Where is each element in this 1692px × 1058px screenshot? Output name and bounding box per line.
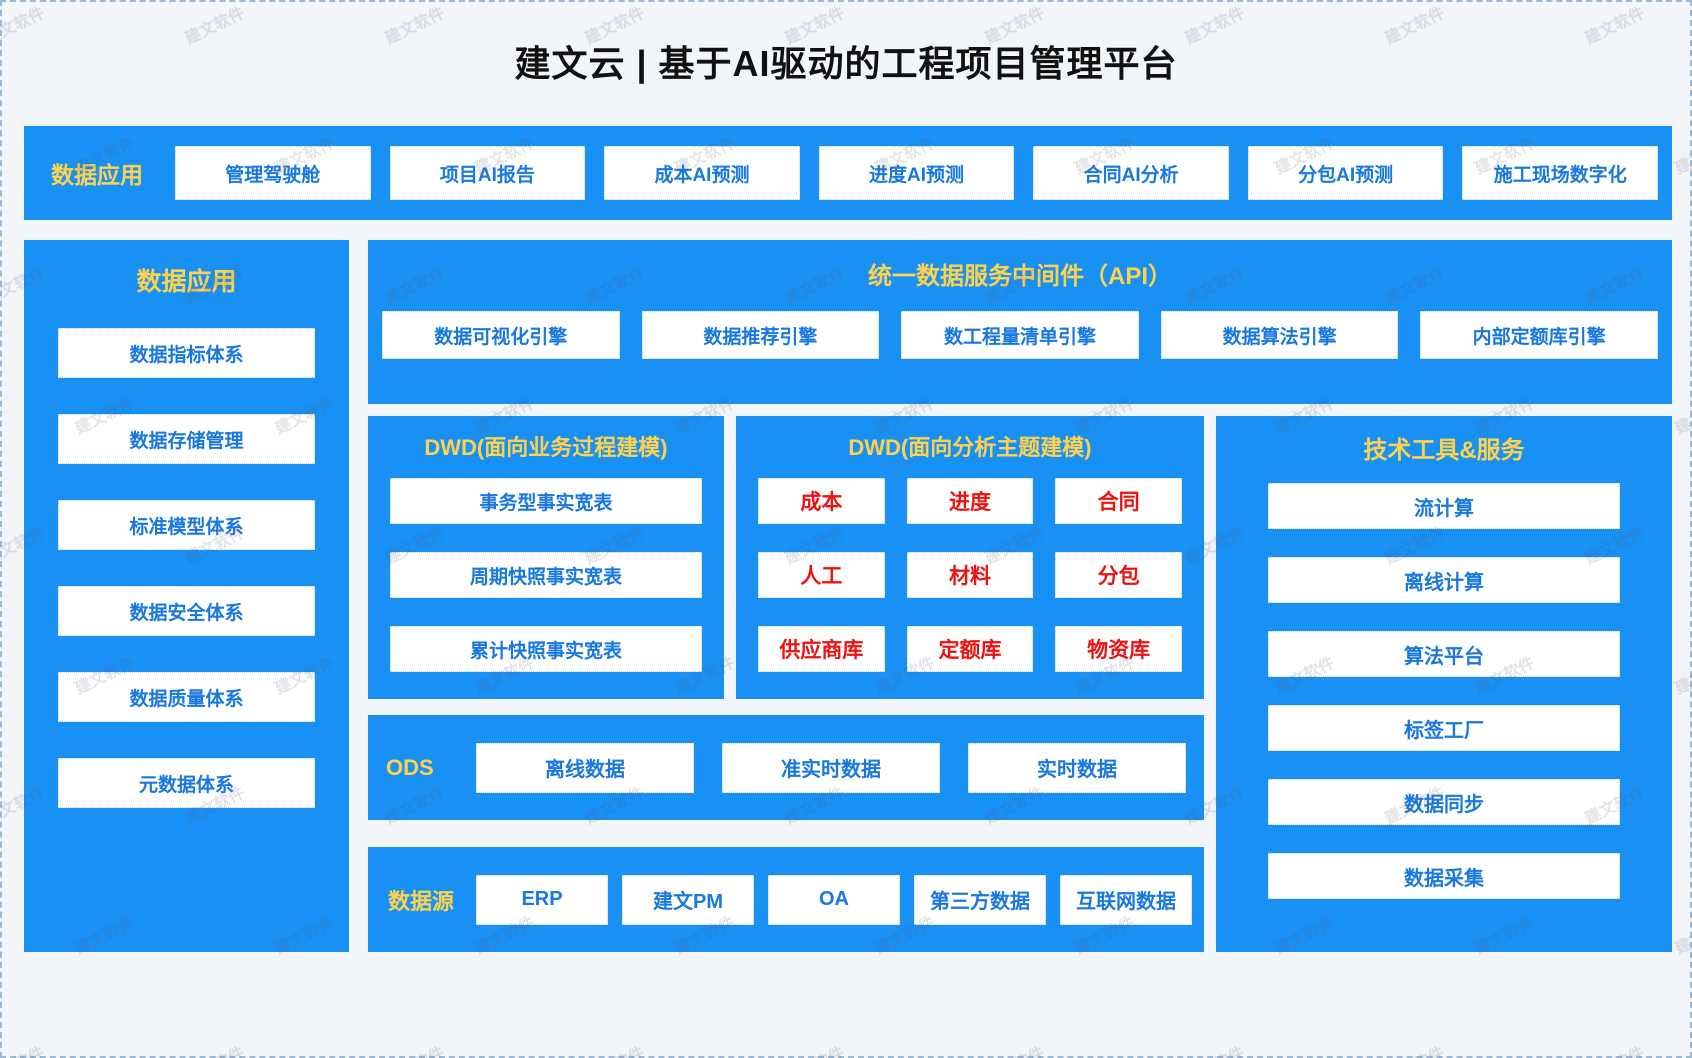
source-chip-hulianwang-shuju[interactable]: 互联网数据 (1060, 874, 1192, 925)
source-chip-disanfang-shuju[interactable]: 第三方数据 (914, 874, 1046, 925)
source-chip-jianwen-pm[interactable]: 建文PM (622, 874, 754, 925)
api-chip-shuju-keshihua-yinqing[interactable]: 数据可视化引擎 (382, 311, 620, 359)
api-chip-gongchengliang-qingdan-yinqing[interactable]: 数工程量清单引擎 (901, 311, 1139, 359)
app-chip-fenbao-ai-yuce[interactable]: 分包AI预测 (1247, 146, 1444, 200)
dwd-theme-chip-jindu[interactable]: 进度 (906, 478, 1034, 524)
watermark-text: 建文软件 (1180, 1039, 1248, 1058)
tech-tools-title: 技术工具&服务 (1363, 437, 1525, 464)
data-source-band-label: 数据源 (387, 888, 454, 914)
dwd-biz-chip-shiwuxing-shishi-kuanbiao[interactable]: 事务型事实宽表 (390, 478, 702, 524)
dwd-theme-chip-wuzi-ku[interactable]: 物资库 (1055, 626, 1182, 672)
dwd-analysis-theme-panel: DWD(面向分析主题建模) 成本 进度 合同 人工 材料 分包 供应商库 定额库… (736, 416, 1204, 699)
watermark-text: 建文软件 (980, 1039, 1048, 1058)
api-chip-shuju-suanfa-yinqing[interactable]: 数据算法引擎 (1160, 311, 1399, 359)
watermark-text: 建文软件 (1672, 654, 1692, 698)
watermark-text: 建文软件 (0, 1039, 48, 1058)
dwd-theme-title: DWD(面向分析主题建模) (848, 435, 1092, 460)
ods-chip-lixian-shuju[interactable]: 离线数据 (476, 742, 694, 793)
left-chip-biaozhun-moxing-tixi[interactable]: 标准模型体系 (58, 500, 315, 550)
page-title: 建文云 | 基于AI驱动的工程项目管理平台 (514, 43, 1178, 84)
api-chip-row: 数据可视化引擎 数据推荐引擎 数工程量清单引擎 数据算法引擎 内部定额库引擎 (382, 311, 1658, 359)
left-chip-shuju-zhiliang-tixi[interactable]: 数据质量体系 (58, 672, 315, 722)
dwd-theme-chip-hetong[interactable]: 合同 (1055, 478, 1182, 524)
dwd-theme-chip-rengong[interactable]: 人工 (758, 552, 885, 598)
tech-chip-lixian-jisuan[interactable]: 离线计算 (1268, 557, 1620, 603)
dwd-theme-chip-gongyingshang-ku[interactable]: 供应商库 (758, 626, 885, 672)
tech-chip-biaoqian-gongchang[interactable]: 标签工厂 (1268, 705, 1620, 751)
dwd-theme-grid: 成本 进度 合同 人工 材料 分包 供应商库 定额库 物资库 (758, 478, 1182, 672)
watermark-text: 建文软件 (580, 1039, 648, 1058)
watermark-text: 建文软件 (1672, 134, 1692, 178)
watermark-text: 建文软件 (780, 1039, 848, 1058)
watermark-text: 建文软件 (1580, 1039, 1648, 1058)
tech-chip-liu-jisuan[interactable]: 流计算 (1268, 483, 1620, 529)
source-chip-erp[interactable]: ERP (476, 874, 608, 925)
data-application-band-label: 数据应用 (51, 162, 143, 188)
tech-tools-services-column: 技术工具&服务 流计算 离线计算 算法平台 标签工厂 数据同步 数据采集 (1216, 416, 1672, 952)
dwd-theme-chip-chengben[interactable]: 成本 (758, 478, 885, 524)
left-chip-shuju-zhibiao-tixi[interactable]: 数据指标体系 (58, 328, 315, 378)
dwd-biz-chip-zhouqi-kuaizhao-shishi-kuanbiao[interactable]: 周期快照事实宽表 (390, 552, 702, 598)
source-chip-oa[interactable]: OA (768, 874, 900, 925)
watermark-text: 建文软件 (380, 1039, 448, 1058)
ods-band: ODS 离线数据 准实时数据 实时数据 (368, 715, 1204, 820)
dwd-theme-chip-dinge-ku[interactable]: 定额库 (906, 626, 1034, 672)
data-source-band: 数据源 ERP 建文PM OA 第三方数据 互联网数据 (368, 847, 1204, 952)
dwd-business-process-panel: DWD(面向业务过程建模) 事务型事实宽表 周期快照事实宽表 累计快照事实宽表 (368, 416, 724, 699)
dwd-biz-chip-leiji-kuaizhao-shishi-kuanbiao[interactable]: 累计快照事实宽表 (390, 626, 702, 672)
dwd-business-title: DWD(面向业务过程建模) (424, 435, 668, 460)
ods-chip-shishi-shuju[interactable]: 实时数据 (968, 742, 1186, 793)
dwd-theme-chip-cailiao[interactable]: 材料 (906, 552, 1034, 598)
data-application-band: 数据应用 管理驾驶舱 项目AI报告 成本AI预测 进度AI预测 合同AI分析 分… (24, 126, 1672, 220)
dwd-theme-chip-fenbao[interactable]: 分包 (1055, 552, 1182, 598)
left-chip-shuju-cunchu-guanli[interactable]: 数据存储管理 (58, 414, 315, 464)
ods-chip-zhun-shishi-shuju[interactable]: 准实时数据 (722, 742, 940, 793)
tech-chip-suanfa-pingtai[interactable]: 算法平台 (1268, 631, 1620, 677)
app-chip-xiangmu-ai-baogao[interactable]: 项目AI报告 (389, 146, 586, 200)
api-chip-shuju-tuijian-yinqing[interactable]: 数据推荐引擎 (641, 311, 880, 359)
ods-band-label: ODS (386, 754, 434, 780)
left-chip-yuan-shuju-tixi[interactable]: 元数据体系 (58, 758, 315, 808)
tech-chip-shuju-caiji[interactable]: 数据采集 (1268, 853, 1620, 899)
app-chip-chengben-ai-yuce[interactable]: 成本AI预测 (604, 146, 800, 200)
left-column-title: 数据应用 (136, 268, 237, 296)
api-chip-neibu-dinge-ku-yinqing[interactable]: 内部定额库引擎 (1420, 311, 1658, 359)
page-title-bar: 建文云 | 基于AI驱动的工程项目管理平台 (2, 2, 1690, 120)
app-chip-shigong-xianchang-shuzihua[interactable]: 施工现场数字化 (1462, 146, 1659, 200)
left-governance-column: 数据应用 数据指标体系 数据存储管理 标准模型体系 数据安全体系 数据质量体系 … (24, 240, 349, 952)
watermark-text: 建文软件 (1672, 394, 1692, 438)
api-panel-title: 统一数据服务中间件（API） (867, 263, 1172, 290)
app-chip-guanli-jiashicang[interactable]: 管理驾驶舱 (175, 146, 371, 200)
watermark-text: 建文软件 (180, 1039, 248, 1058)
unified-data-service-api-panel: 统一数据服务中间件（API） 数据可视化引擎 数据推荐引擎 数工程量清单引擎 数… (368, 240, 1672, 404)
app-chip-jindu-ai-yuce[interactable]: 进度AI预测 (818, 146, 1015, 200)
watermark-text: 建文软件 (1380, 1039, 1448, 1058)
watermark-text: 建文软件 (1672, 914, 1692, 958)
left-chip-shuju-anquan-tixi[interactable]: 数据安全体系 (58, 586, 315, 636)
app-chip-hetong-ai-fenxi[interactable]: 合同AI分析 (1033, 146, 1229, 200)
tech-chip-shuju-tongbu[interactable]: 数据同步 (1268, 779, 1620, 825)
